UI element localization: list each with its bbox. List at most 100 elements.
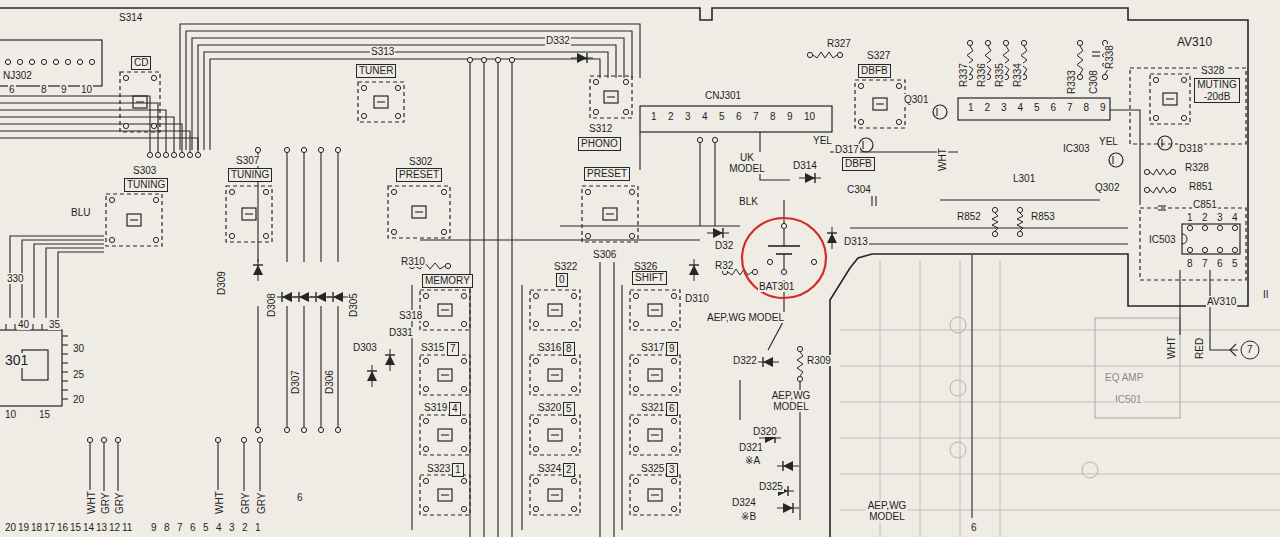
pcb-trace <box>840 402 1280 403</box>
pcb-trace <box>1179 270 1180 335</box>
component-outline <box>120 72 160 132</box>
solder-pad <box>797 346 802 351</box>
solder-pad <box>65 59 70 64</box>
solder-pad <box>1181 77 1186 82</box>
symbol-stroke <box>372 365 373 387</box>
pin-number: 8 <box>1083 102 1091 113</box>
note-label: II <box>1262 289 1270 300</box>
pin-number: 2 <box>241 522 249 533</box>
solder-pad <box>1017 231 1022 236</box>
pcb-trace <box>560 225 740 226</box>
pin-number: 1 <box>1186 212 1194 223</box>
solder-pad <box>335 147 340 152</box>
pin-number: 11 <box>121 522 133 533</box>
note-label: EQ AMP <box>1104 372 1144 383</box>
pcb-trace <box>1158 209 1166 210</box>
key-text: MUTING -20dB <box>1197 79 1237 102</box>
pin-number: 5 <box>718 111 726 122</box>
pin-number: 10 <box>4 409 17 420</box>
ref-designator: C304 <box>846 184 872 195</box>
solder-pad <box>115 437 120 442</box>
solder-pad <box>301 147 306 152</box>
pcb-trace <box>1092 51 1100 52</box>
component-outline <box>420 475 470 515</box>
pin-number: 7 <box>176 522 184 533</box>
pin-number: 6 <box>296 492 304 503</box>
component-outline <box>548 369 562 381</box>
symbol-stroke <box>832 227 833 249</box>
pcb-trace <box>198 45 616 150</box>
pin-number: 301 <box>4 353 29 368</box>
pcb-trace <box>62 362 68 363</box>
solder-pad <box>671 446 676 451</box>
key-text: 7 <box>450 343 456 355</box>
pcb-trace <box>136 101 144 102</box>
ref-designator: S306 <box>592 249 617 260</box>
solder-pad <box>992 231 997 236</box>
solder-pad <box>633 386 638 391</box>
solder-pad <box>533 506 538 511</box>
component-outline <box>530 475 580 515</box>
pcb-trace <box>1230 344 1236 356</box>
solder-pad <box>571 446 576 451</box>
highlight-circle <box>742 218 826 298</box>
note-label: BLU <box>70 207 91 218</box>
pin-number: 13 <box>95 522 108 533</box>
pcb-trace <box>192 38 624 150</box>
solder-pad <box>933 105 947 119</box>
ref-designator: S314 <box>118 12 143 23</box>
pin-number: 4 <box>1017 102 1025 113</box>
ref-designator: D320 <box>752 426 778 437</box>
note-label: WHT <box>937 147 948 172</box>
symbol-stroke <box>694 259 695 281</box>
pin-number: 3 <box>1000 102 1008 113</box>
solder-pad <box>950 317 966 333</box>
pin-number: 3 <box>1216 212 1224 223</box>
pcb-trace <box>1000 260 1001 537</box>
key-label: 1 <box>452 463 464 477</box>
solder-pad <box>41 59 46 64</box>
key-label: MEMORY <box>422 274 473 288</box>
ref-designator: D305 <box>348 292 359 318</box>
pin-number: 35 <box>48 319 61 330</box>
pin-number: 4 <box>1231 212 1239 223</box>
solder-pad <box>509 57 514 62</box>
key-label: 4 <box>449 402 461 416</box>
pcb-trace <box>551 494 559 495</box>
pin-number: 30 <box>72 343 85 354</box>
solder-pad <box>533 321 538 326</box>
ref-designator: Q301 <box>903 94 929 105</box>
component-outline <box>958 98 1110 120</box>
solder-pad <box>858 119 863 124</box>
pcb-trace <box>303 306 304 430</box>
solder-pad <box>53 59 58 64</box>
note-label: ※B <box>740 511 757 522</box>
key-label: 9 <box>666 342 678 356</box>
solder-pad <box>712 137 717 142</box>
solder-pad <box>241 437 246 442</box>
note-label: WHT <box>86 490 97 515</box>
solder-pad <box>1187 247 1192 252</box>
ref-designator: S316 <box>537 342 562 353</box>
pin-number: 7 <box>1246 344 1254 355</box>
pin-number: 1 <box>967 102 975 113</box>
symbol-stroke <box>757 362 779 363</box>
pin-number: 9 <box>1099 102 1107 113</box>
component-outline <box>358 82 404 122</box>
component-outline <box>1150 74 1190 124</box>
pcb-trace <box>840 330 1280 331</box>
symbol-stroke <box>327 297 349 298</box>
ref-designator: R333 <box>1066 69 1077 95</box>
pcb-trace <box>441 309 449 310</box>
note-label: AEP,WG MODEL <box>866 500 908 522</box>
pin-number: 7 <box>752 111 760 122</box>
component-outline <box>590 76 632 118</box>
pin-number: 20 <box>4 522 17 533</box>
key-text: 3 <box>669 464 675 476</box>
pcb-trace <box>441 434 449 435</box>
pin-number: 6 <box>189 522 197 533</box>
key-label: 0 <box>556 273 568 287</box>
ref-designator: S307 <box>235 155 260 166</box>
ref-designator: D307 <box>290 369 301 395</box>
solder-pad <box>1170 187 1175 192</box>
